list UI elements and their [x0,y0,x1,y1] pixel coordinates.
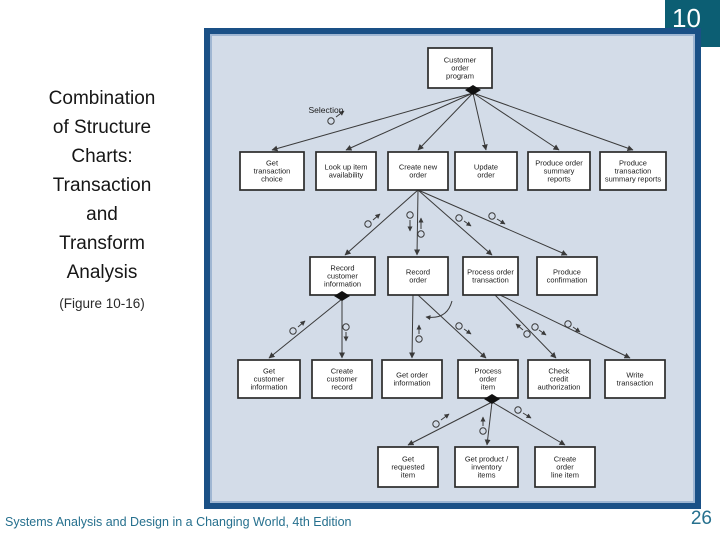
slide-title: Combination of Structure Charts: Transac… [48,88,156,283]
figure-caption: (Figure 10-16) [59,296,145,311]
page-number: 26 [690,508,712,529]
figure-panel [204,28,701,509]
footer-text: Systems Analysis and Design in a Changin… [5,515,352,529]
